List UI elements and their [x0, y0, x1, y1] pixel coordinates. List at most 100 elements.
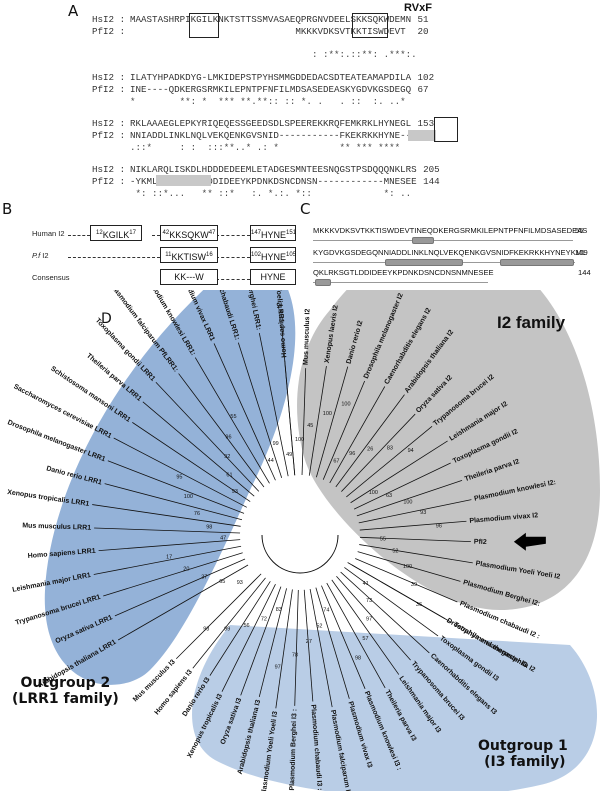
motif-box: 102HYNE105	[250, 247, 296, 263]
branch	[209, 581, 271, 676]
branch	[213, 343, 276, 481]
branch	[353, 462, 451, 510]
branch	[237, 342, 283, 478]
alignment-seq-name: HsI2 :	[92, 118, 126, 129]
branch	[175, 573, 262, 660]
branch	[355, 558, 458, 603]
backbone-line	[313, 240, 573, 241]
leaf-label: Mus musculus I2	[303, 309, 312, 366]
branch	[155, 381, 260, 492]
branch	[309, 588, 333, 708]
helix-bar	[500, 259, 574, 266]
alignment-pf-sequence: MKKKVDKSVTKKTISWDEVT	[130, 26, 406, 37]
branch	[284, 360, 296, 476]
start-position: 12	[96, 230, 103, 236]
end-position: 17	[129, 230, 136, 236]
row-label-text: I2	[42, 251, 49, 260]
bootstrap-value: 74	[323, 608, 329, 614]
bootstrap-value: 52	[392, 549, 398, 555]
row-label: P.f I2	[32, 251, 49, 260]
branch	[315, 366, 349, 478]
bootstrap-value: 100	[295, 437, 304, 443]
motif-sequence: KGILK	[102, 230, 130, 240]
bootstrap-value: 76	[194, 511, 200, 517]
leaf-label: Plasmodium Berghei I3 :	[289, 709, 299, 791]
sequence-line: MKKKVDKSVTKKTISWDEVTINEQDKERGSRMKILEPNTP…	[313, 226, 588, 235]
sequence-position: 109	[575, 248, 588, 257]
connector-dash	[152, 235, 160, 236]
branch	[321, 585, 366, 689]
alignment-position: 67	[417, 84, 429, 95]
connector-dash	[216, 257, 250, 258]
start-position: 11	[165, 252, 172, 258]
alignment-seq-name: HsI2 :	[92, 72, 126, 83]
alignment-seq-name: PfI2 :	[92, 26, 126, 37]
branch	[308, 365, 327, 476]
branch	[275, 589, 293, 709]
branch	[331, 579, 400, 675]
branch	[103, 552, 243, 597]
panel-label-a: A	[68, 2, 79, 20]
motif-sequence: HYNE	[260, 272, 286, 282]
branch	[359, 544, 473, 564]
bootstrap-value: 78	[292, 653, 298, 659]
branch	[303, 589, 314, 702]
row-label-text: Consensus	[32, 273, 70, 282]
kgilk-box	[189, 13, 219, 38]
branch	[192, 577, 266, 669]
alignment-hs-sequence: ILATYHPADKDYG-LMKIDEPSTPYHSMMGDDEDACSDTE…	[130, 72, 412, 83]
outgroup2-label: Outgroup 2 (LRR1 family)	[12, 675, 119, 707]
connector-dash	[68, 257, 160, 258]
branch	[356, 480, 463, 517]
bootstrap-value: 41	[363, 581, 369, 587]
bootstrap-value: 97	[275, 665, 281, 671]
bootstrap-value: 44	[268, 458, 274, 464]
outgroup1-subtitle: (I3 family)	[484, 754, 566, 770]
conservation-line: : :**:.::**: .***:.	[130, 49, 417, 60]
i2-family-label: I2 family	[497, 313, 566, 332]
phylogenetic-tree: Plasmodium Yoeli Yoeli LRR1Plasmodium Be…	[6, 290, 600, 791]
bootstrap-value: 37	[201, 575, 207, 581]
root-arc	[261, 534, 339, 574]
bootstrap-value: 93	[237, 580, 243, 586]
bootstrap-value: 20	[183, 567, 189, 573]
bootstrap-value: 27	[306, 639, 312, 645]
branch	[341, 413, 416, 492]
bootstrap-value: 93	[420, 510, 426, 516]
bootstrap-value: 83	[387, 445, 393, 451]
lrr1-family-region	[44, 290, 296, 685]
bootstrap-value: 55	[380, 536, 386, 542]
branch	[359, 520, 467, 531]
row-label: Consensus	[32, 273, 70, 282]
branch	[301, 368, 307, 476]
helix-bar	[385, 259, 463, 266]
alignment-position: 51	[417, 14, 429, 25]
branch	[347, 562, 445, 619]
leaf-label: Mus musculus LRR1	[22, 522, 91, 531]
motif-box: 12KGILK17	[90, 225, 142, 241]
row-label: Human I2	[32, 229, 65, 238]
end-position: 16	[206, 252, 213, 258]
leaf-label: PfI2	[474, 539, 487, 546]
bootstrap-value: 94	[408, 448, 414, 454]
branch	[178, 373, 265, 488]
rvxf-motif-label: RVxF	[404, 2, 432, 14]
bootstrap-value: 100	[341, 401, 350, 407]
bootstrap-value: 65	[219, 579, 225, 585]
bootstrap-value: 100	[323, 411, 332, 417]
bootstrap-value: 100	[369, 490, 378, 496]
conservation-line: .::* : : :::**..* .: * ** *** ****	[130, 142, 401, 153]
bootstrap-value: 55	[230, 414, 236, 420]
outgroup2-title: Outgroup 2	[20, 675, 111, 691]
bootstrap-value: 92	[224, 454, 230, 460]
bootstrap-value: 17	[166, 555, 172, 561]
bootstrap-value: 67	[333, 458, 339, 464]
bootstrap-value: 98	[355, 655, 361, 661]
branch	[98, 539, 241, 552]
shaded-motif	[156, 175, 211, 186]
branch	[93, 545, 242, 575]
alignment-position: 153	[417, 118, 435, 129]
branch	[358, 499, 472, 524]
motif-box: HYNE	[250, 269, 296, 285]
bootstrap-value: 96	[349, 451, 355, 457]
